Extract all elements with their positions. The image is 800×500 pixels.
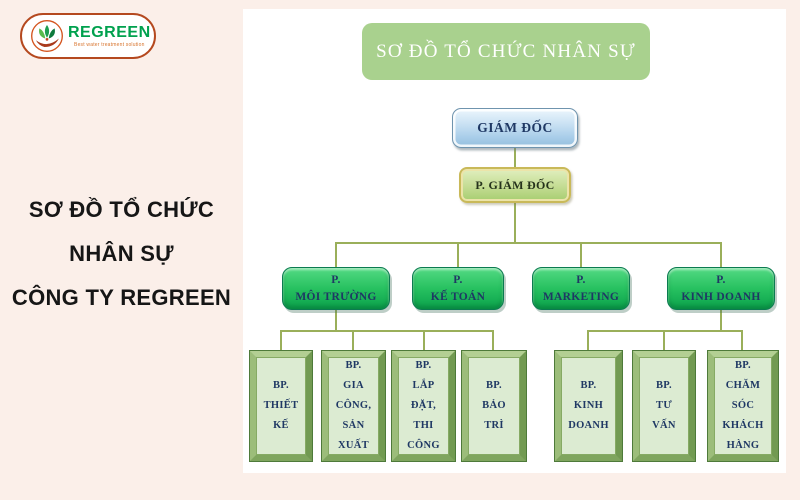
connector-line [741,330,743,351]
brand-tagline: Best water treatment solution [74,41,145,48]
node-unit-sales: BP. KINH DOANH [554,350,623,462]
connector-line [587,330,589,351]
brand-name: REGREEN [68,23,151,41]
node-dept-marketing: P. MARKETING [532,267,630,310]
node-unit-design: BP. THIẾT KẾ [249,350,313,462]
node-deputy-director: P. GIÁM ĐỐC [459,167,571,203]
node-unit-customer-care: BP. CHĂM SÓC KHÁCH HÀNG [707,350,779,462]
node-unit-maintenance: BP. BẢO TRÌ [461,350,527,462]
connector-line [580,242,582,267]
node-dept-accounting: P. KẾ TOÁN [412,267,504,310]
sidebar-heading: SƠ ĐỒ TỔ CHỨC NHÂN SỰ CÔNG TY REGREEN [11,197,232,310]
chart-title: SƠ ĐỒ TỔ CHỨC NHÂN SỰ [362,23,650,80]
connector-line [492,330,494,351]
plant-leaf-icon [31,20,63,52]
connector-line [280,330,494,332]
connector-line [663,330,665,351]
node-dept-business: P. KINH DOANH [667,267,775,310]
connector-line [423,330,425,351]
connector-line [720,242,722,267]
node-unit-installation-construction: BP. LẮP ĐẶT, THI CÔNG [391,350,456,462]
node-dept-environment: P. MÔI TRƯỜNG [282,267,390,310]
regreen-logo: REGREEN Best water treatment solution [20,13,156,59]
connector-line [720,310,722,330]
connector-line [587,330,743,332]
connector-line [514,148,516,167]
connector-line [280,330,282,351]
connector-line [352,330,354,351]
connector-line [514,203,516,243]
node-unit-fabrication-production: BP. GIA CÔNG, SẢN XUẤT [321,350,386,462]
connector-line [335,242,337,267]
connector-line [335,310,337,330]
node-unit-consulting: BP. TƯ VẤN [632,350,696,462]
connector-line [335,242,722,244]
connector-line [457,242,459,267]
node-director: GIÁM ĐỐC [452,108,578,148]
